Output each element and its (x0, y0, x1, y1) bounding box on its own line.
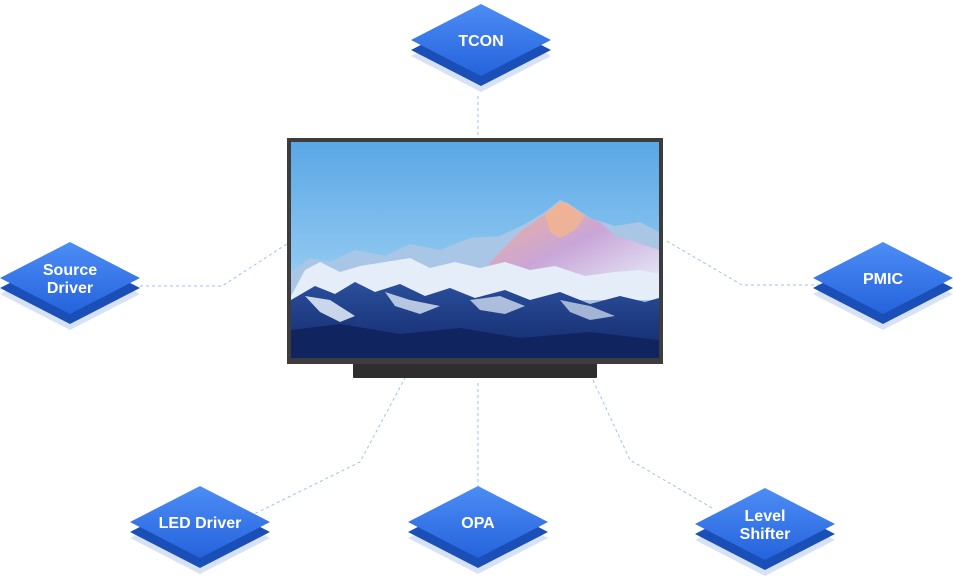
node-pmic: PMIC (813, 242, 953, 330)
node-top (411, 4, 551, 76)
node-label-level-shifter: Level (745, 508, 786, 525)
connector-led-driver (249, 377, 406, 517)
node-label-level-shifter: Shifter (740, 526, 791, 543)
node-label-pmic: PMIC (863, 271, 903, 288)
node-top (813, 242, 953, 314)
node-top (130, 486, 270, 558)
node-top (0, 242, 140, 314)
tv-screen-image (291, 142, 659, 358)
node-tcon: TCON (411, 4, 551, 92)
tv-stand-bar (353, 360, 597, 378)
node-opa: OPA (408, 486, 548, 574)
node-label-source-driver: Source (43, 262, 97, 279)
display-panel (287, 138, 663, 378)
connector-source-driver (140, 243, 288, 287)
node-label-opa: OPA (461, 515, 495, 532)
node-label-led-driver: LED Driver (159, 515, 242, 532)
node-top (695, 488, 835, 560)
node-led-driver: LED Driver (130, 486, 270, 574)
connector-pmic (664, 239, 820, 286)
connector-lines (140, 96, 820, 517)
connector-level-shifter (591, 377, 713, 509)
node-label-source-driver: Driver (47, 280, 93, 297)
node-label-tcon: TCON (458, 33, 503, 50)
node-top (408, 486, 548, 558)
